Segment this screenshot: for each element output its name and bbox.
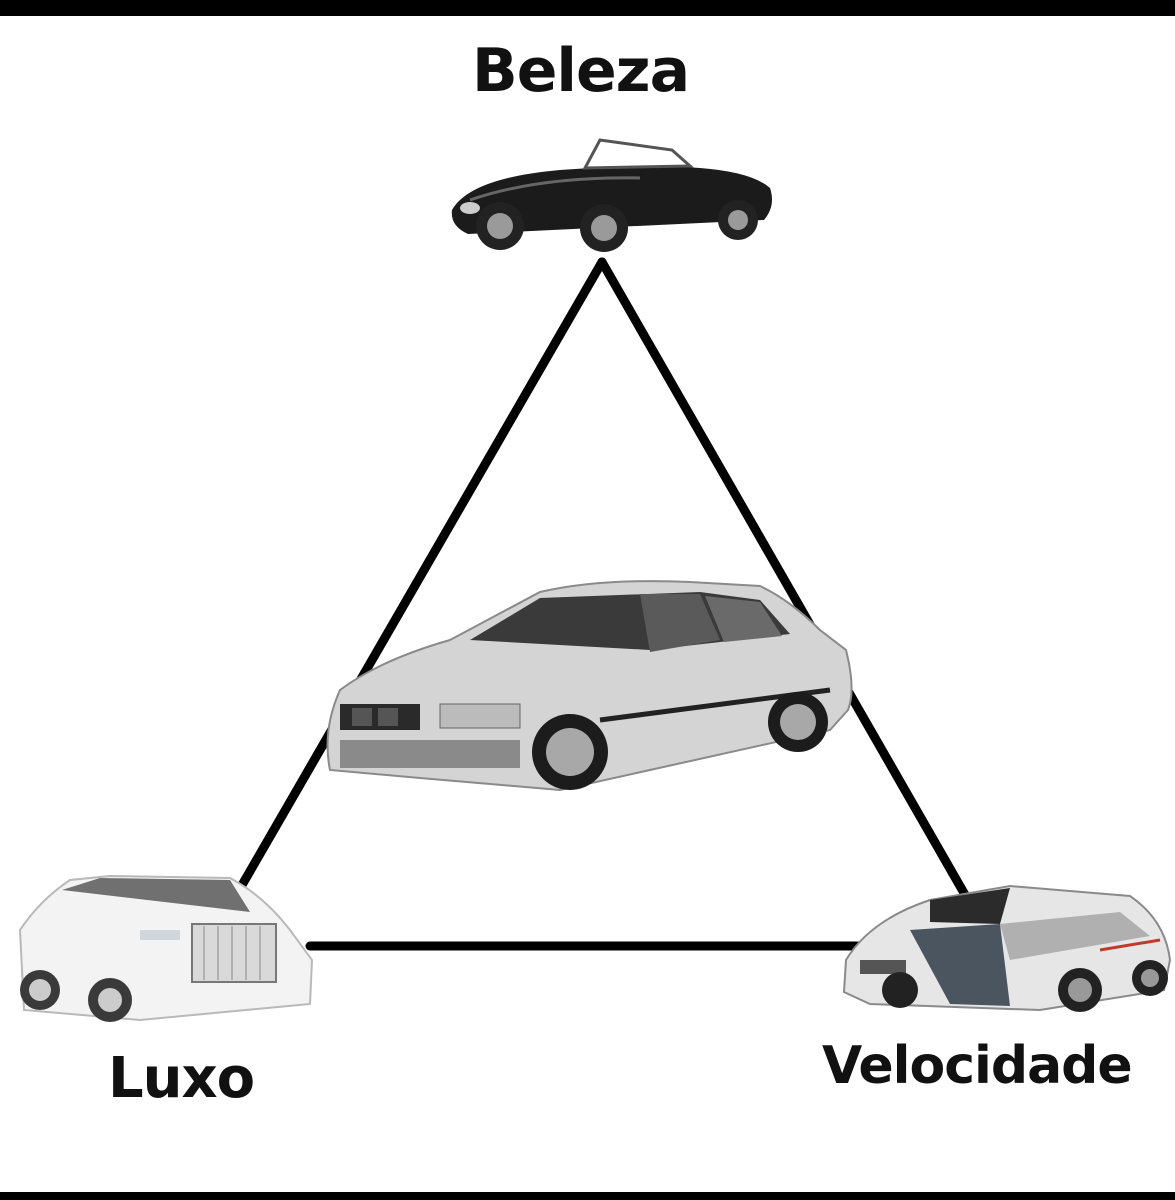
white-luxury-car: [18, 874, 314, 1022]
hypercar-car: [842, 884, 1172, 1012]
top-frame-bar: [0, 0, 1175, 16]
label-beleza: Beleza: [472, 36, 690, 106]
label-velocidade: Velocidade: [822, 1036, 1133, 1096]
black-convertible-car: [451, 138, 772, 252]
bottom-frame-bar: [0, 1192, 1175, 1200]
label-luxo: Luxo: [108, 1046, 255, 1111]
triangle-edge-left: [233, 257, 607, 897]
triangle-edge-right: [597, 257, 973, 905]
silver-sedan-car: [326, 580, 853, 792]
